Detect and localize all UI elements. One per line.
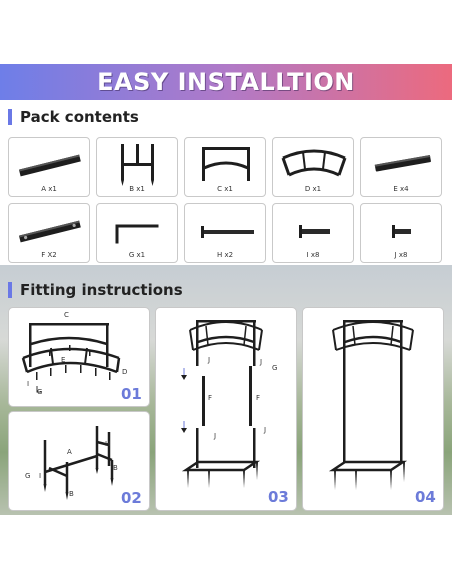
label-b-left: B (69, 490, 74, 498)
part-tile-c: C x1 (184, 137, 266, 197)
pack-contents-heading: Pack contents (8, 107, 139, 127)
label-g: G (272, 364, 278, 372)
label-f-right: F (256, 394, 261, 402)
part-label-d: D x1 (304, 185, 322, 193)
part-tile-g: G x1 (96, 203, 178, 263)
part-label-i: I x8 (306, 251, 320, 259)
step-02-panel: A H G I B B 02 (8, 411, 150, 511)
label-j-top-left: J (208, 356, 211, 364)
label-e: E (61, 356, 66, 364)
step-number-02: 02 (121, 489, 142, 507)
hex-key-icon (115, 224, 159, 244)
part-label-f: F X2 (41, 251, 57, 259)
label-b-right: B (113, 464, 118, 472)
label-h: H (105, 440, 111, 448)
part-tile-i: I x8 (272, 203, 354, 263)
label-g: G (37, 388, 43, 396)
fitting-instructions-heading: Fitting instructions (8, 280, 183, 300)
part-label-j: J x8 (394, 251, 408, 259)
label-g: G (25, 472, 31, 480)
step-03-panel: J J G F F J J 03 (155, 307, 297, 511)
step-01-diagram (21, 323, 121, 393)
step-03-diagram (181, 320, 263, 488)
heading-accent-bar (8, 109, 12, 125)
part-label-e: E x4 (393, 185, 409, 193)
label-j-top-right: J (260, 358, 263, 366)
short-tube-icon (374, 155, 431, 172)
label-f-left: F (208, 394, 213, 402)
part-tile-b: B x1 (96, 137, 178, 197)
step-01-panel: C E D I G 01 (8, 307, 150, 407)
part-label-c: C x1 (217, 185, 233, 193)
long-bolt-icon (201, 226, 254, 238)
label-c: C (64, 311, 69, 319)
part-tile-j: J x8 (360, 203, 442, 263)
part-label-g: G x1 (128, 251, 146, 259)
label-j-bottom-left: J (214, 432, 217, 440)
heading-accent-bar (8, 282, 12, 298)
fitting-instructions-title: Fitting instructions (20, 281, 183, 299)
step-02-diagram (43, 426, 114, 500)
step-number-04: 04 (415, 488, 436, 506)
part-tile-d: D x1 (272, 137, 354, 197)
label-j-bottom-right: J (264, 426, 267, 434)
step-04-diagram (328, 320, 414, 490)
label-i: I (27, 380, 30, 388)
label-d: D (122, 368, 128, 376)
part-label-b: B x1 (129, 185, 145, 193)
title-banner: EASY INSTALLTION (0, 64, 452, 100)
long-bar-icon (18, 154, 81, 177)
part-tile-h: H x2 (184, 203, 266, 263)
short-bolt-icon (392, 225, 411, 238)
tube-with-bolts-icon (18, 220, 81, 243)
part-tile-a: A x1 (8, 137, 90, 197)
stake-fork-icon (121, 144, 154, 186)
label-a: A (67, 448, 72, 456)
part-tile-e: E x4 (360, 137, 442, 197)
arch-frame-icon (202, 147, 250, 181)
part-label-a: A x1 (41, 185, 57, 193)
part-tile-f: F X2 (8, 203, 90, 263)
label-i: I (39, 472, 42, 480)
pack-contents-title: Pack contents (20, 108, 139, 126)
medium-bolt-icon (299, 225, 330, 238)
step-04-panel: 04 (302, 307, 444, 511)
step-number-01: 01 (121, 385, 142, 403)
curved-panel-icon (281, 149, 347, 177)
part-label-h: H x2 (216, 251, 234, 259)
banner-title: EASY INSTALLTION (97, 68, 355, 96)
step-number-03: 03 (268, 488, 289, 506)
